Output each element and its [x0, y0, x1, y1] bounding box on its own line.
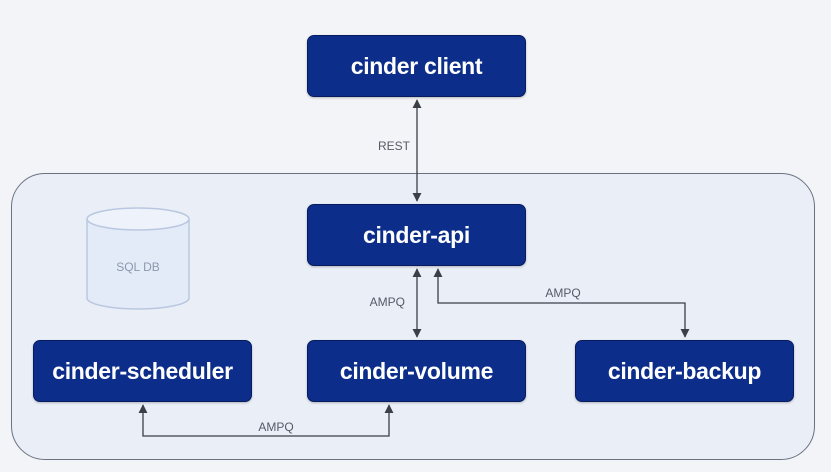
edge-scheduler-volume — [138, 404, 394, 437]
edge-label-rest: REST — [378, 139, 411, 153]
cinder-backup-node: cinder-backup — [575, 340, 794, 402]
database-label: SQL DB — [116, 260, 160, 274]
database-cylinder: SQL DB — [86, 207, 190, 310]
cinder-api-node: cinder-api — [307, 204, 526, 266]
edge-label-scheduler-volume: AMPQ — [258, 420, 293, 434]
cinder-scheduler-node: cinder-scheduler — [33, 340, 252, 402]
edge-api-backup — [433, 268, 690, 338]
cinder-client-node: cinder client — [307, 35, 526, 97]
edge-label-api-volume: AMPQ — [370, 295, 405, 309]
edge-label-api-backup: AMPQ — [545, 286, 580, 300]
cinder-volume-node: cinder-volume — [307, 340, 526, 402]
